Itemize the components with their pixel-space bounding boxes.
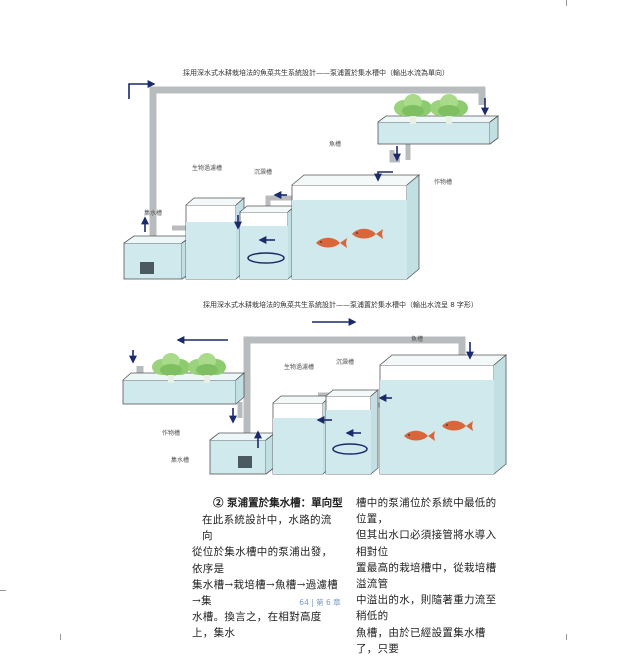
pipe — [389, 150, 400, 163]
text-line: 水槽。換言之，在相對高度上，集水 — [192, 611, 322, 640]
crop-mark — [0, 590, 6, 591]
grow-bed — [377, 94, 500, 145]
sump-label: 集水槽 — [171, 457, 190, 464]
biofilter-tank — [185, 197, 246, 280]
fish-tank — [379, 354, 508, 475]
fish-tank-label: 魚槽 — [411, 336, 424, 343]
text-line: 置最高的栽培槽中，從栽培槽溢流管 — [356, 561, 497, 591]
grow-bed-label: 作物槽 — [434, 179, 453, 186]
flow-arrow — [374, 171, 393, 182]
figure-2-caption: 採用深水式水耕栽培法的魚菜共生系統設計——泵浦置於集水槽中（輸出水流呈 8 字形… — [203, 301, 478, 309]
figure-1 — [123, 80, 500, 280]
right-column: 槽中的泵浦位於系統中最低的位置， 但其出水口必須接管將水導入相對位 置最高的栽培… — [356, 495, 506, 657]
text-line: 從位於集水槽中的泵浦出發，依序是 — [192, 546, 333, 575]
crop-mark — [566, 634, 567, 640]
flow-arrow — [128, 80, 156, 99]
grow-bed — [122, 353, 246, 405]
swirl-arrow — [332, 443, 368, 455]
text-line: 在此系統設計中，水路的流向 — [202, 514, 332, 543]
pump-icon — [140, 262, 154, 274]
fish-tank — [291, 174, 421, 280]
text-line: 中溢出的水，則隨著重力流至稍低的 — [356, 594, 497, 623]
sump-tank — [209, 432, 277, 475]
biofilter-label: 生物過濾槽 — [284, 364, 315, 371]
left-column: 在此系統設計中，水路的流向 從位於集水槽中的泵浦出發，依序是 集水槽→栽培槽→魚… — [192, 512, 342, 642]
pump-icon — [238, 456, 252, 468]
grow-bed-label: 作物槽 — [162, 430, 181, 437]
swirl-arrow — [247, 252, 285, 264]
section-heading: ② 泵浦置於集水槽：單向型 — [213, 497, 343, 509]
figure-2 — [122, 318, 508, 475]
pipe — [149, 86, 486, 245]
fish-tank-label: 魚槽 — [329, 141, 342, 148]
figure-1-caption: 採用深水式水耕栽培法的魚菜共生系統設計——泵浦置於集水槽中（輸出水流為單向） — [183, 69, 449, 77]
settling-label: 沉澱槽 — [254, 169, 273, 176]
text-line: 槽中的泵浦位於系統中最低的位置， — [356, 497, 497, 526]
settling-tank — [239, 205, 297, 280]
page-footer: 64 | 第 6 章 — [299, 598, 341, 607]
text-line: 魚槽，由於已經設置集水槽了，只要 — [356, 626, 486, 655]
pipe — [243, 336, 466, 378]
crop-mark — [60, 634, 61, 640]
text-line: 集水槽→栽培槽→魚槽→過濾槽→集 — [192, 578, 339, 608]
sump-tank — [123, 235, 194, 280]
aquaponics-diagrams — [122, 80, 508, 475]
text-line: 但其出水口必須接管將水導入相對位 — [356, 529, 497, 558]
crop-mark — [566, 0, 567, 6]
sump-label: 集水槽 — [144, 210, 163, 217]
settling-tank — [325, 389, 380, 475]
biofilter-tank — [272, 395, 333, 475]
settling-label: 沉澱槽 — [336, 359, 355, 366]
biofilter-label: 生物過濾槽 — [192, 165, 223, 172]
